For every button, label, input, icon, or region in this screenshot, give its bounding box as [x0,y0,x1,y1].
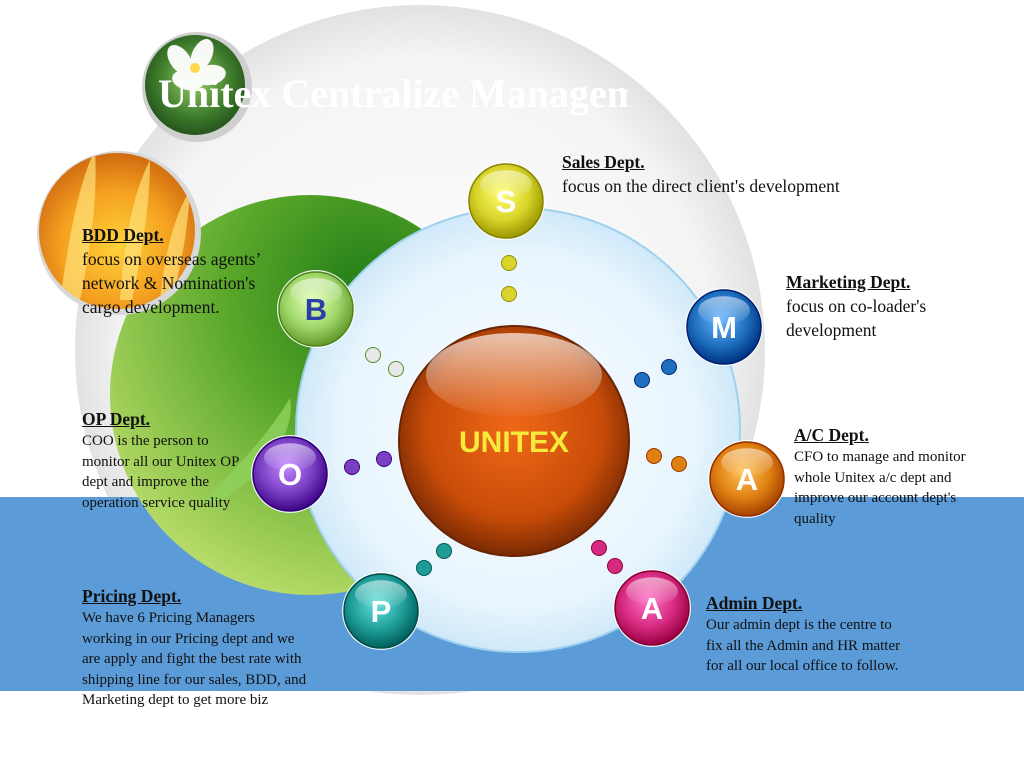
sales-dept-desc: focus on the direct client's development [562,176,840,196]
ac-dept-desc: CFO to manage and monitor whole Unitex a… [794,449,966,527]
admin-connector-dot [591,540,607,556]
pricing-node-letter: P [371,594,392,629]
ac-dept-title: A/C Dept. [794,425,869,445]
op-node-letter: O [278,457,302,492]
pricing-connector-dot [416,560,432,576]
pricing-dept-title: Pricing Dept. [82,586,182,606]
ac-node-letter: A [736,462,758,497]
sales-node-icon[interactable]: S [467,162,545,240]
op-connector-dot [376,451,392,467]
marketing-dept-title: Marketing Dept. [786,272,911,292]
sales-dept-text: Sales Dept. focus on the direct client's… [562,150,892,198]
bdd-dept-desc: focus on overseas agents’ network & Nomi… [82,249,261,317]
bdd-node-letter: B [305,292,327,327]
op-connector-dot [344,459,360,475]
ac-connector-dot [671,456,687,472]
sales-node-letter: S [496,184,517,219]
department-nodes: S B M O A P A [251,162,786,650]
tulip-photo-icon [37,151,201,315]
bdd-node-icon[interactable]: B [277,270,355,348]
admin-dept-desc: Our admin dept is the centre to fix all … [706,617,901,674]
op-node-icon[interactable]: O [251,435,329,513]
pricing-connector-dot [436,543,452,559]
sales-dept-title: Sales Dept. [562,152,645,172]
admin-dept-title: Admin Dept. [706,593,803,613]
pricing-dept-text: Pricing Dept. We have 6 Pricing Managers… [82,584,307,711]
marketing-node-icon[interactable]: M [685,288,763,366]
hub-label: UNITEX [459,426,569,459]
bdd-connector-dot [388,361,404,377]
ac-connector-dot [646,448,662,464]
op-dept-text: OP Dept. COO is the person to monitor al… [82,407,242,513]
ac-node-icon[interactable]: A [708,440,786,518]
flower-photo-icon [142,32,252,142]
op-dept-desc: COO is the person to monitor all our Uni… [82,433,239,511]
pricing-dept-desc: We have 6 Pricing Managers working in ou… [82,610,307,708]
marketing-dept-text: Marketing Dept. focus on co-loader's dev… [786,270,966,342]
sales-connector-dot [501,286,517,302]
bdd-dept-title: BDD Dept. [82,225,164,245]
admin-dept-text: Admin Dept. Our admin dept is the centre… [706,591,906,677]
admin-node-icon[interactable]: A [613,569,691,647]
marketing-connector-dot [661,359,677,375]
bdd-dept-text: BDD Dept. focus on overseas agents’ netw… [82,223,294,319]
admin-connector-dot [607,558,623,574]
bdd-connector-dot [365,347,381,363]
pricing-node-icon[interactable]: P [342,572,420,650]
admin-node-letter: A [641,591,663,626]
ac-dept-text: A/C Dept. CFO to manage and monitor whol… [794,423,984,529]
connector-dots [344,255,687,576]
marketing-dept-desc: focus on co-loader's development [786,296,927,340]
hub-node: UNITEX [398,325,630,557]
marketing-connector-dot [634,372,650,388]
page-title: Unitex Centralize Management [158,71,628,116]
marketing-node-letter: M [711,310,737,345]
op-dept-title: OP Dept. [82,409,151,429]
sales-connector-dot [501,255,517,271]
